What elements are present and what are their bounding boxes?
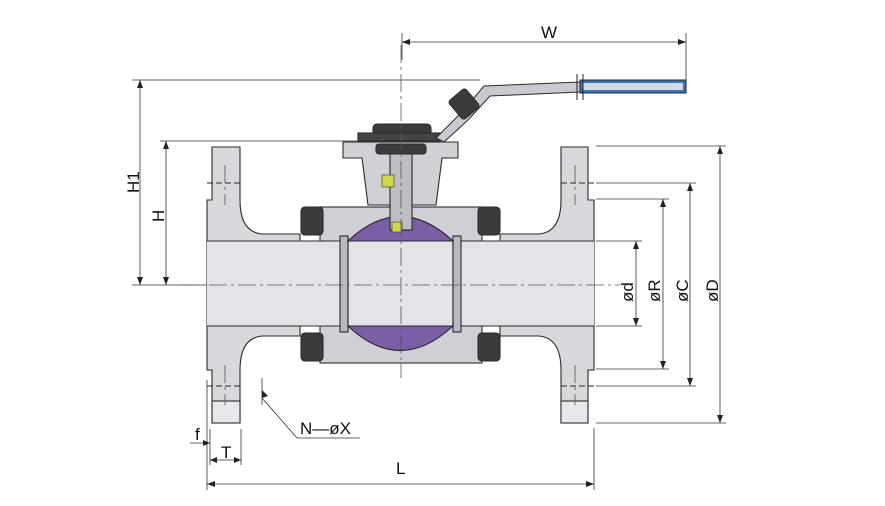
label-d: ød bbox=[618, 282, 637, 302]
dimension-arrows bbox=[137, 39, 723, 487]
bolt-lower-left bbox=[300, 332, 324, 362]
label-t: T bbox=[221, 443, 231, 462]
stem bbox=[389, 147, 413, 231]
bolt-lower-right bbox=[477, 332, 501, 362]
label-r: øR bbox=[645, 279, 664, 302]
label-h: H bbox=[149, 210, 168, 222]
label-bigd: øD bbox=[703, 279, 722, 302]
center-lines bbox=[180, 45, 620, 405]
dimension-lines bbox=[132, 33, 726, 490]
label-l: L bbox=[396, 459, 405, 478]
bolt-upper-right bbox=[477, 206, 501, 236]
label-nx: N—øX bbox=[300, 419, 351, 438]
valve-body bbox=[206, 123, 595, 424]
bore bbox=[207, 241, 594, 326]
ball-bottom bbox=[346, 325, 455, 352]
handle bbox=[435, 74, 687, 143]
bolt-upper-left bbox=[300, 206, 324, 236]
label-h1: H1 bbox=[124, 171, 143, 193]
label-f: f bbox=[195, 425, 200, 444]
label-c: øC bbox=[673, 279, 692, 302]
label-w: W bbox=[541, 23, 557, 42]
